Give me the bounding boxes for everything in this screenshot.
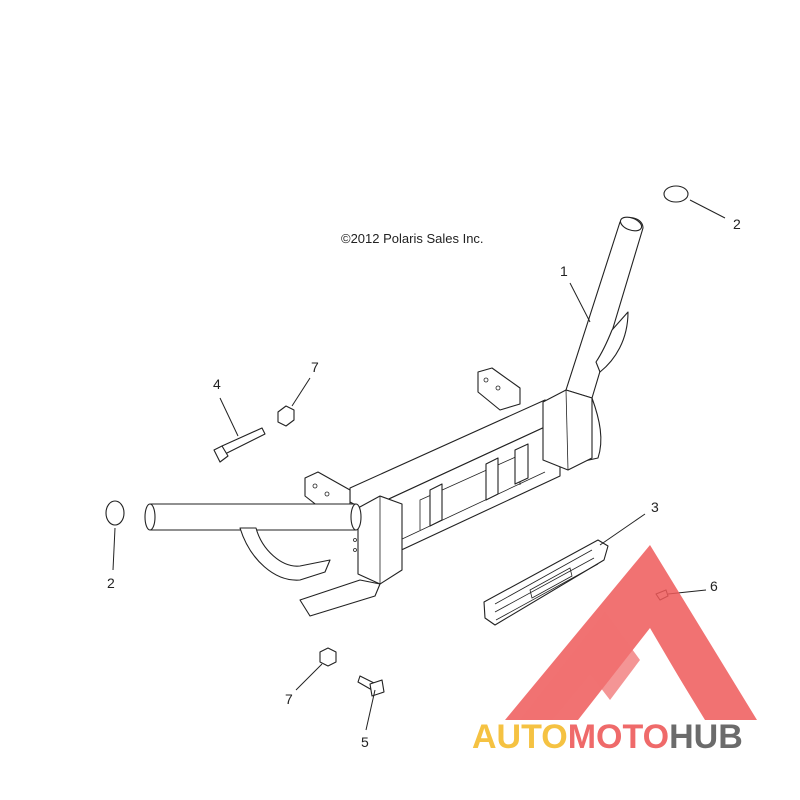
bolt-short-drawing <box>357 675 385 697</box>
end-cap-top <box>663 185 689 203</box>
leader-7a <box>291 377 311 407</box>
leader-1 <box>569 282 591 323</box>
leader-2a <box>689 199 726 219</box>
callout-6: 6 <box>710 578 718 594</box>
watermark-word-moto: MOTO <box>568 718 669 756</box>
callout-5: 5 <box>361 734 369 750</box>
leader-7b <box>295 663 323 691</box>
watermark-text: AUTOMOTOHUB <box>472 718 743 756</box>
callout-2-left: 2 <box>107 575 115 591</box>
leader-5 <box>365 689 376 731</box>
end-cap-left <box>105 500 125 526</box>
nut-top-drawing <box>277 405 295 427</box>
grille-plate-drawing <box>483 539 609 626</box>
callout-2-top: 2 <box>733 216 741 232</box>
leader-4 <box>219 397 239 437</box>
callout-4: 4 <box>213 376 221 392</box>
leader-2b <box>112 527 116 571</box>
callout-7-bottom: 7 <box>285 691 293 707</box>
watermark-word-auto: AUTO <box>472 718 568 756</box>
front-bumper-drawing <box>144 216 644 617</box>
callout-1: 1 <box>560 263 568 279</box>
copyright-text: ©2012 Polaris Sales Inc. <box>341 231 484 246</box>
callout-7-top: 7 <box>311 359 319 375</box>
callout-3: 3 <box>651 499 659 515</box>
watermark-logo <box>505 545 757 720</box>
bolt-long-drawing <box>213 427 266 463</box>
leader-3 <box>599 513 646 546</box>
nut-bottom-drawing <box>319 647 337 667</box>
watermark-word-hub: HUB <box>669 718 743 756</box>
